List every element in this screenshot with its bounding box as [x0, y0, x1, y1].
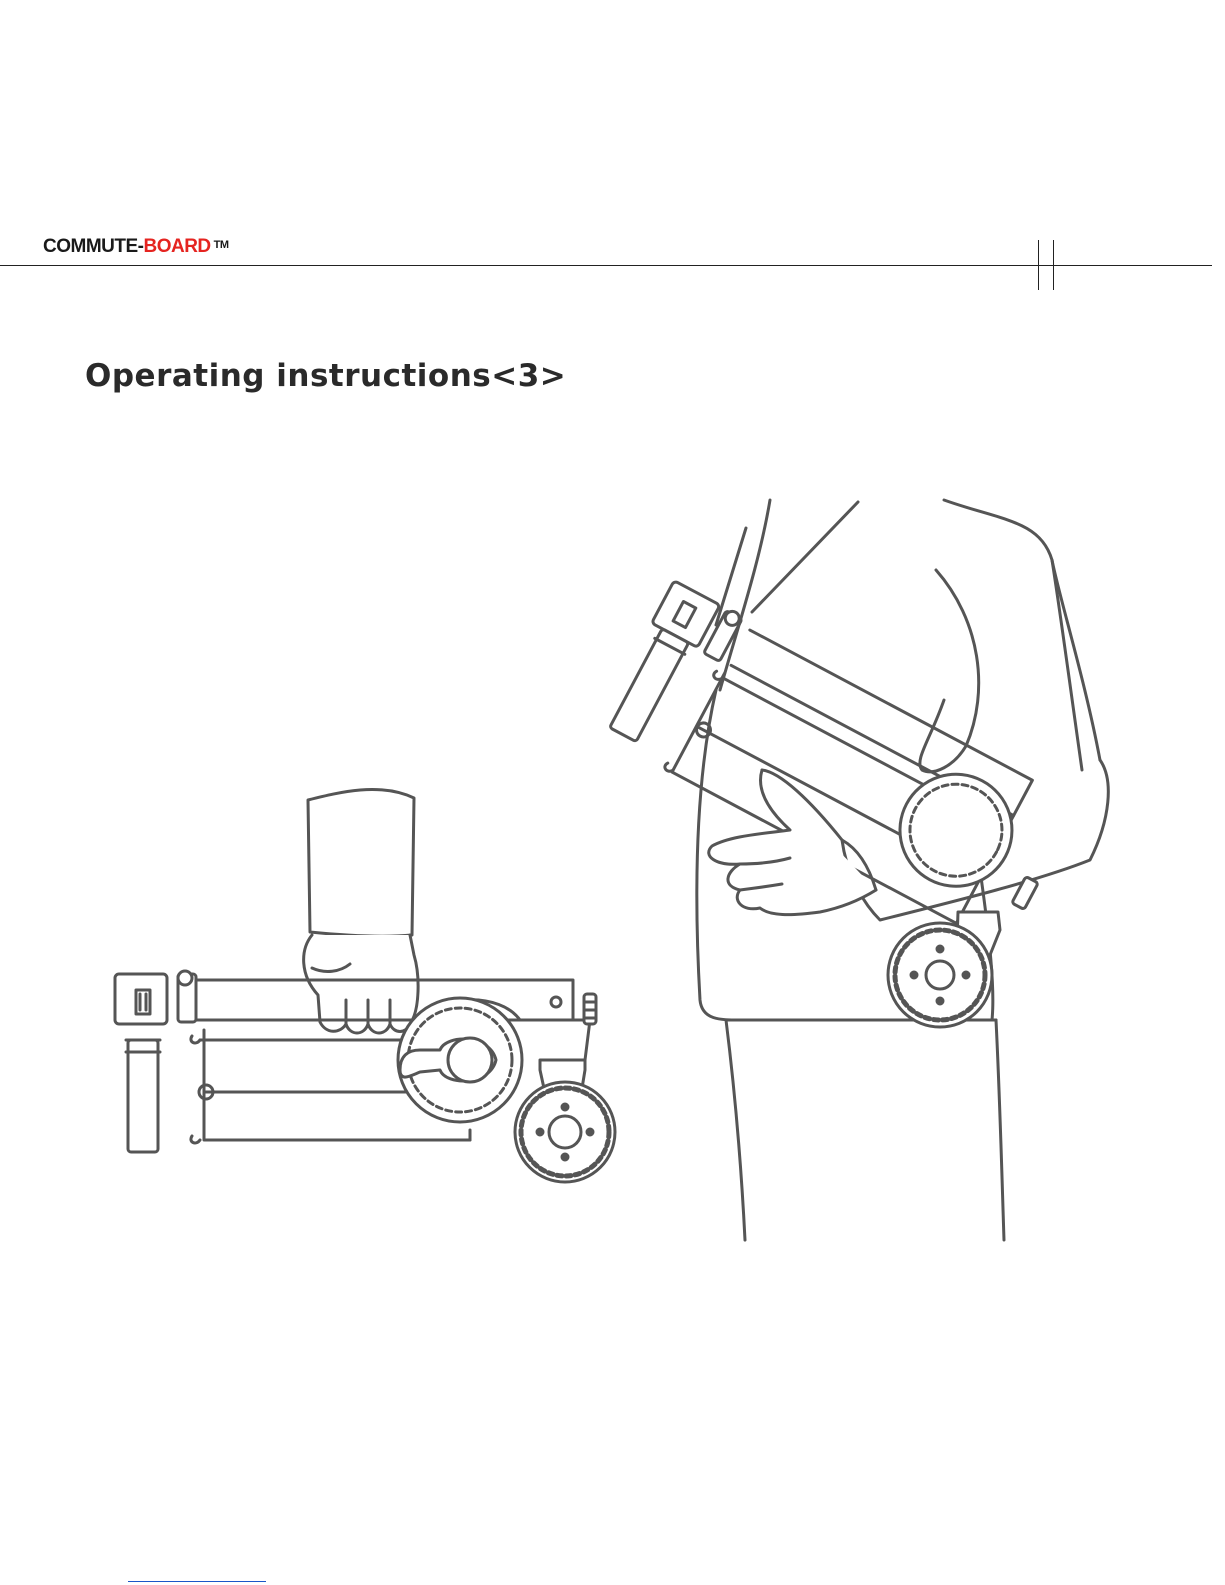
right-scene-arm-carry — [594, 500, 1108, 1240]
bottom-link-underline — [128, 1581, 266, 1582]
left-scene-hand-carry — [115, 789, 615, 1182]
